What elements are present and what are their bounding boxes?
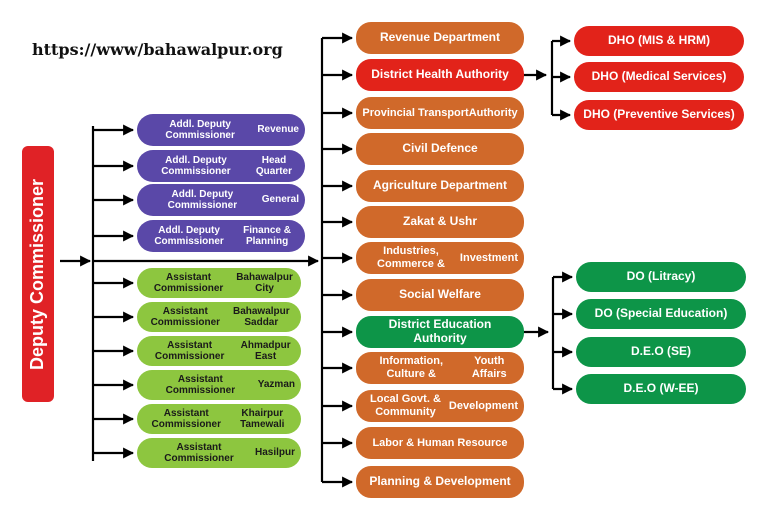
department-box: Civil Defence: [356, 133, 524, 165]
education-office-box-label: D.E.O (SE): [630, 344, 691, 359]
assistant-commissioner-box-line1: Assistant Commissioner: [151, 407, 221, 431]
assistant-commissioner-box-line2: Bahawalpur Saddar: [232, 305, 290, 329]
education-office-box-label: DO (Special Education): [594, 306, 728, 321]
assistant-commissioner-box-line2: Yazman: [257, 379, 295, 391]
department-box-line2: Investment: [459, 251, 518, 264]
education-office-box: D.E.O (SE): [576, 337, 746, 367]
addl-dc-box-line2: General: [261, 194, 299, 206]
education-office-box: DO (Litracy): [576, 262, 746, 292]
assistant-commissioner-box: Assistant Commissioner Khairpur Tamewali: [137, 404, 301, 434]
department-box-line1: Local Govt. & Community: [370, 393, 441, 418]
website-url[interactable]: https://www/bahawalpur.org: [32, 40, 283, 59]
department-box: Revenue Department: [356, 22, 524, 54]
department-box: Industries, Commerce & Investment: [356, 242, 524, 274]
assistant-commissioner-box: Assistant Commissioner Bahawalpur Saddar: [137, 302, 301, 332]
department-box-line1: Social Welfare: [399, 287, 481, 302]
department-box: District Education Authority: [356, 316, 524, 348]
department-box-line1: Industries, Commerce &: [377, 245, 445, 270]
department-box-line1: Planning & Development: [369, 474, 511, 489]
health-office-box-label: DHO (MIS & HRM): [608, 33, 710, 48]
assistant-commissioner-box-line2: Ahmadpur East: [240, 339, 291, 363]
addl-dc-box-line1: Addl. Deputy Commissioner: [167, 188, 238, 212]
department-box-line1: Information, Culture &: [379, 355, 444, 380]
department-box-line1: Labor & Human Resource: [372, 436, 508, 449]
assistant-commissioner-box: Assistant Commissioner Ahmadpur East: [137, 336, 301, 366]
department-box-line1: District Education Authority: [388, 317, 492, 345]
department-box-line1: District Health Authority: [371, 67, 509, 82]
addl-dc-box-line2: Finance & Planning: [243, 224, 291, 248]
health-office-box: DHO (Medical Services): [574, 62, 744, 92]
health-office-box-label: DHO (Medical Services): [591, 69, 727, 84]
assistant-commissioner-box-line2: Khairpur Tamewali: [240, 407, 285, 431]
addl-dc-box: Addl. Deputy Commissioner General: [137, 184, 305, 216]
assistant-commissioner-box: Assistant Commissioner Bahawalpur City: [137, 268, 301, 298]
department-box-line2: Development: [448, 399, 518, 412]
education-office-box: D.E.O (W-EE): [576, 374, 746, 404]
department-box: Agriculture Department: [356, 170, 524, 202]
health-office-box: DHO (Preventive Services): [574, 100, 744, 130]
assistant-commissioner-box-line2: Bahawalpur City: [236, 271, 293, 295]
department-box: Zakat & Ushr: [356, 206, 524, 238]
addl-dc-box-line1: Addl. Deputy Commissioner: [161, 154, 231, 178]
assistant-commissioner-box-line1: Assistant Commissioner: [164, 441, 234, 465]
addl-dc-box-line2: Head Quarter: [255, 154, 292, 178]
addl-dc-box: Addl. Deputy Commissioner Finance & Plann…: [137, 220, 305, 252]
assistant-commissioner-box: Assistant Commissioner Yazman: [137, 370, 301, 400]
department-box-line2: Youth Affairs: [471, 355, 507, 380]
department-box-line1: Zakat & Ushr: [402, 214, 478, 229]
assistant-commissioner-box-line2: Hasilpur: [254, 447, 295, 459]
department-box-line2: Authority: [468, 106, 518, 119]
health-office-box: DHO (MIS & HRM): [574, 26, 744, 56]
assistant-commissioner-box: Assistant Commissioner Hasilpur: [137, 438, 301, 468]
deputy-commissioner-label: Deputy Commissioner: [27, 178, 48, 370]
addl-dc-box-line1: Addl. Deputy Commissioner: [154, 224, 224, 248]
department-box-line1: Revenue Department: [379, 30, 501, 45]
department-box-line1: Provincial Transport: [362, 106, 469, 119]
department-box: Information, Culture & Youth Affairs: [356, 352, 524, 384]
assistant-commissioner-box-line1: Assistant Commissioner: [153, 271, 224, 295]
education-office-box-label: DO (Litracy): [626, 269, 696, 284]
addl-dc-box: Addl. Deputy Commissioner Head Quarter: [137, 150, 305, 182]
addl-dc-box-line2: Revenue: [257, 124, 299, 136]
assistant-commissioner-box-line1: Assistant Commissioner: [150, 305, 221, 329]
department-box: Labor & Human Resource: [356, 427, 524, 459]
department-box: Local Govt. & Community Development: [356, 390, 524, 422]
department-box-line1: Agriculture Department: [372, 178, 508, 193]
health-office-box-label: DHO (Preventive Services): [583, 107, 735, 122]
department-box: Planning & Development: [356, 466, 524, 498]
assistant-commissioner-box-line1: Assistant Commissioner: [165, 373, 236, 397]
education-office-box-label: D.E.O (W-EE): [623, 381, 699, 396]
assistant-commissioner-box-line1: Assistant Commissioner: [154, 339, 225, 363]
deputy-commissioner-box: Deputy Commissioner: [22, 146, 54, 402]
department-box-line1: Civil Defence: [402, 141, 478, 156]
addl-dc-box-line1: Addl. Deputy Commissioner: [165, 118, 235, 142]
department-box: Social Welfare: [356, 279, 524, 311]
education-office-box: DO (Special Education): [576, 299, 746, 329]
department-box: District Health Authority: [356, 59, 524, 91]
addl-dc-box: Addl. Deputy Commissioner Revenue: [137, 114, 305, 146]
